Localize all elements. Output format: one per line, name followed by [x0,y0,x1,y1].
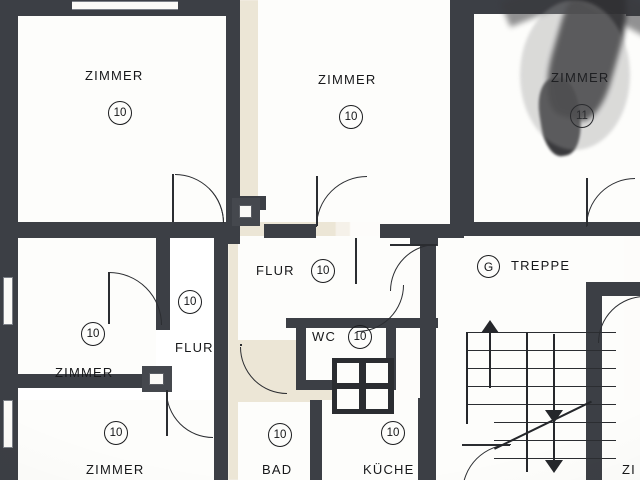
room-label-bad: BAD [262,462,293,477]
window-left-upper [3,277,13,325]
wall-wc-right [386,318,396,390]
wall-wc-top [296,318,396,328]
door-leaf-bottom-right [462,444,510,446]
stair-down-arrowhead-icon [545,460,563,473]
door-leaf-flur-left [166,390,168,436]
wall-treppe-right [586,282,602,480]
mid-pier-void [149,373,164,385]
wall-bad-kueche-divider [310,400,322,480]
wall-mid-left-room-right [156,238,170,330]
room-label-kueche: KÜCHE [363,462,415,477]
room-number-kueche: 10 [381,421,405,445]
wall-flur-divider-top [214,232,240,244]
wall-treppe-left [420,238,436,480]
door-leaf-top-center-room [316,176,318,226]
door-leaf-wc [355,238,357,284]
stair-mid-arrowhead-icon [545,410,563,423]
room-label-zimmer-bottom-left: ZIMMER [86,462,145,477]
window-left-lower [3,400,13,448]
room-label-zimmer-top-right: ZIMMER [551,70,610,85]
room-label-zimmer-mid-left: ZIMMER [55,365,114,380]
stair-up-arrow-shaft [489,326,491,388]
room-number-flur-left: 10 [178,290,202,314]
wall-flur-divider [214,238,228,480]
wall-under-top-left-room [0,222,174,238]
room-label-flur-center: FLUR [256,263,295,278]
room-number-zimmer-top-left: 10 [108,101,132,125]
stair-stringer-inner [526,332,528,472]
shaft-cell-3 [337,389,359,409]
room-number-zimmer-bottom-left: 10 [104,421,128,445]
wall-treppe-right-head [586,282,640,296]
stair-tread [494,440,616,442]
stair-break-line [494,400,592,450]
shaft-cell-1 [337,363,359,383]
stair-tread [466,386,616,388]
wall-top-right-room-left [458,0,474,224]
wall-under-center-room-b [380,224,464,238]
pier-void [239,205,252,218]
room-label-zimmer-bottom-right: ZI [622,462,636,477]
room-label-treppe: TREPPE [511,258,571,273]
stair-tread [466,332,616,334]
room-number-zimmer-top-center: 10 [339,105,363,129]
door-leaf-bad [240,344,242,346]
wall-top-left-room-right [226,0,240,198]
shaft-cell-2 [366,363,388,383]
stair-tread [466,368,616,370]
wall-treppe-left-head [410,232,438,246]
wall-under-mid-left-room [0,374,146,388]
stair-tread [466,350,616,352]
door-leaf-treppe-entry [390,244,436,246]
room-number-wc: 10 [348,325,372,349]
door-leaf-top-right-room [586,178,588,226]
exterior-wall-left [0,0,18,480]
room-label-zimmer-top-center: ZIMMER [318,72,377,87]
wall-under-center-room [264,224,316,238]
stair-down-arrow-shaft [553,334,555,470]
wall-wc-connector-right [394,318,438,328]
staircase [466,320,622,473]
room-number-flur-center: 10 [311,259,335,283]
room-label-wc: WC [312,329,337,344]
stair-tread [466,404,616,406]
room-number-zimmer-top-right: 11 [570,104,594,128]
room-number-treppe: G [477,255,500,278]
room-number-bad: 10 [268,423,292,447]
stair-stringer [466,332,468,424]
stair-up-arrowhead-icon [481,320,499,333]
room-number-zimmer-mid-left: 10 [81,322,105,346]
stair-tread [494,458,616,460]
window-top-left [72,1,178,10]
room-label-flur-left: FLUR [175,340,214,355]
room-label-zimmer-top-left: ZIMMER [85,68,144,83]
shaft-cell-4 [366,389,388,409]
wall-wc-connector-left [286,318,302,328]
wall-wc-left [296,318,306,390]
